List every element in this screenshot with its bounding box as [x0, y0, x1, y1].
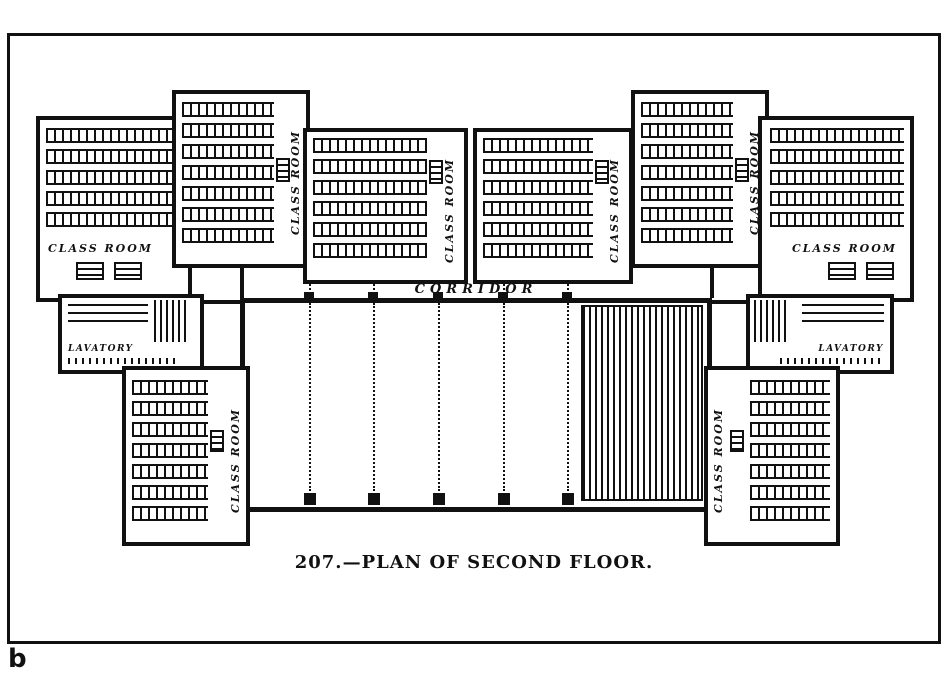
column-line — [373, 284, 375, 298]
column-marker — [368, 292, 378, 302]
column-marker — [498, 292, 508, 302]
column-marker — [368, 493, 380, 505]
column-marker — [304, 493, 316, 505]
column-line — [309, 284, 311, 298]
wall-segment — [710, 268, 714, 298]
column-marker — [562, 292, 572, 302]
fixture-dots — [780, 358, 884, 364]
column-marker — [498, 493, 510, 505]
teacher-desk-icon — [76, 262, 104, 280]
column-line — [438, 284, 440, 298]
room-label: CLASS ROOM — [608, 158, 621, 263]
column-marker — [433, 493, 445, 505]
column-marker — [304, 292, 314, 302]
column-marker — [433, 292, 443, 302]
bench-lines — [68, 304, 148, 326]
desk-rows — [770, 128, 904, 233]
room-label: CLASS ROOM — [289, 130, 302, 235]
teacher-desk-icon — [114, 262, 142, 280]
classroom-mid-left: CLASS ROOM — [303, 128, 468, 284]
teacher-desk-icon — [276, 158, 290, 182]
stair-hatch — [154, 300, 186, 342]
wall-segment — [240, 268, 244, 298]
column-line — [503, 284, 505, 298]
teacher-desk-icon — [866, 262, 894, 280]
lavatory-right: LAVATORY — [746, 294, 894, 374]
column-line — [567, 303, 569, 491]
subfigure-label: b — [8, 644, 27, 674]
room-label: CLASS ROOM — [792, 242, 897, 255]
classroom-mid-right: CLASS ROOM — [473, 128, 633, 284]
classroom-top-left-wing: CLASS ROOM — [36, 116, 192, 302]
classroom-bottom-right-wing: CLASS ROOM — [704, 366, 840, 546]
classroom-top-right-wing: CLASS ROOM — [758, 116, 914, 302]
stair-hatch — [754, 300, 786, 342]
desk-rows — [313, 138, 427, 264]
teacher-desk-icon — [210, 430, 224, 452]
wall-segment — [204, 300, 240, 304]
teacher-desk-icon — [735, 158, 749, 182]
column-marker — [562, 493, 574, 505]
column-line — [373, 303, 375, 491]
room-label: CLASS ROOM — [48, 242, 153, 255]
desk-rows — [641, 102, 733, 249]
teacher-desk-icon — [828, 262, 856, 280]
desk-rows — [182, 102, 274, 249]
bench-lines — [802, 304, 884, 326]
room-label: CLASS ROOM — [229, 408, 242, 513]
column-line — [309, 303, 311, 491]
column-line — [503, 303, 505, 491]
desk-rows — [46, 128, 180, 233]
lavatory-left: LAVATORY — [58, 294, 204, 374]
desk-rows — [483, 138, 593, 264]
classroom-upper-left: CLASS ROOM — [172, 90, 310, 268]
fixture-dots — [68, 358, 178, 364]
teacher-desk-icon — [429, 160, 443, 184]
plan-frame: CLASS ROOM CLASS ROOM CLASS ROOM CLASS R… — [7, 33, 941, 644]
desk-rows — [132, 380, 208, 527]
teacher-desk-icon — [730, 430, 744, 452]
room-label: LAVATORY — [818, 344, 884, 354]
classroom-bottom-left-wing: CLASS ROOM — [122, 366, 250, 546]
room-label: LAVATORY — [68, 344, 134, 354]
column-line — [567, 284, 569, 298]
column-line — [438, 303, 440, 491]
classroom-upper-right: CLASS ROOM — [631, 90, 769, 268]
room-label: CLASS ROOM — [443, 158, 456, 263]
room-label: CLASS ROOM — [712, 408, 725, 513]
bench-seating-area — [581, 305, 703, 501]
assembly-hall — [240, 298, 712, 512]
desk-rows — [750, 380, 830, 527]
wall-segment — [712, 300, 746, 304]
teacher-desk-icon — [595, 160, 609, 184]
figure-caption: 207.—PLAN OF SECOND FLOOR. — [294, 552, 654, 573]
